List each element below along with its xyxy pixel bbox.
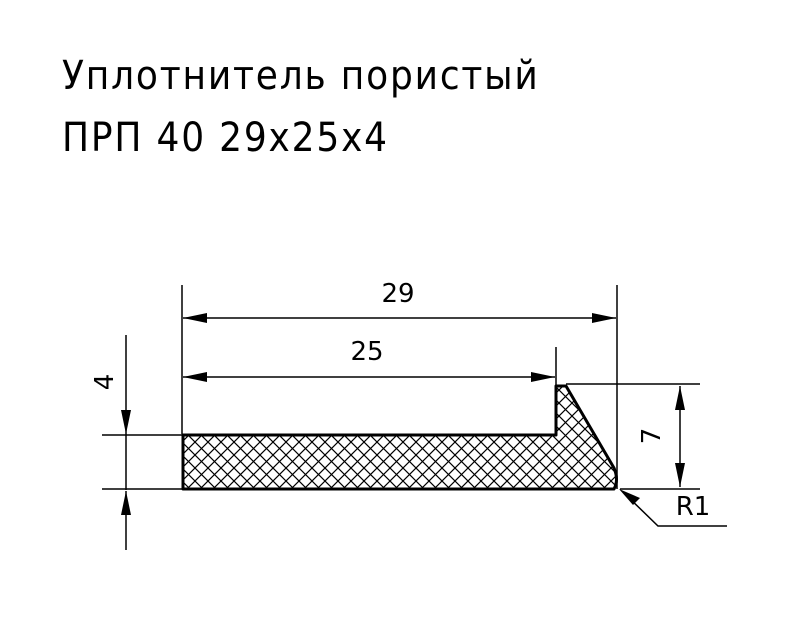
radius-label: R1 <box>676 492 711 522</box>
dimension-label-4: 4 <box>90 374 120 391</box>
seal-profile <box>181 384 618 491</box>
dimension-label-7: 7 <box>637 428 667 445</box>
title-line-2: ПРП 40 29x25x4 <box>62 115 389 161</box>
dimension-label-29: 29 <box>381 279 414 309</box>
radius-leader-line <box>623 492 727 527</box>
title-line-1: Уплотнитель пористый <box>62 53 540 99</box>
dimension-label-25: 25 <box>350 337 383 367</box>
radius-leader-arrow <box>619 489 640 505</box>
